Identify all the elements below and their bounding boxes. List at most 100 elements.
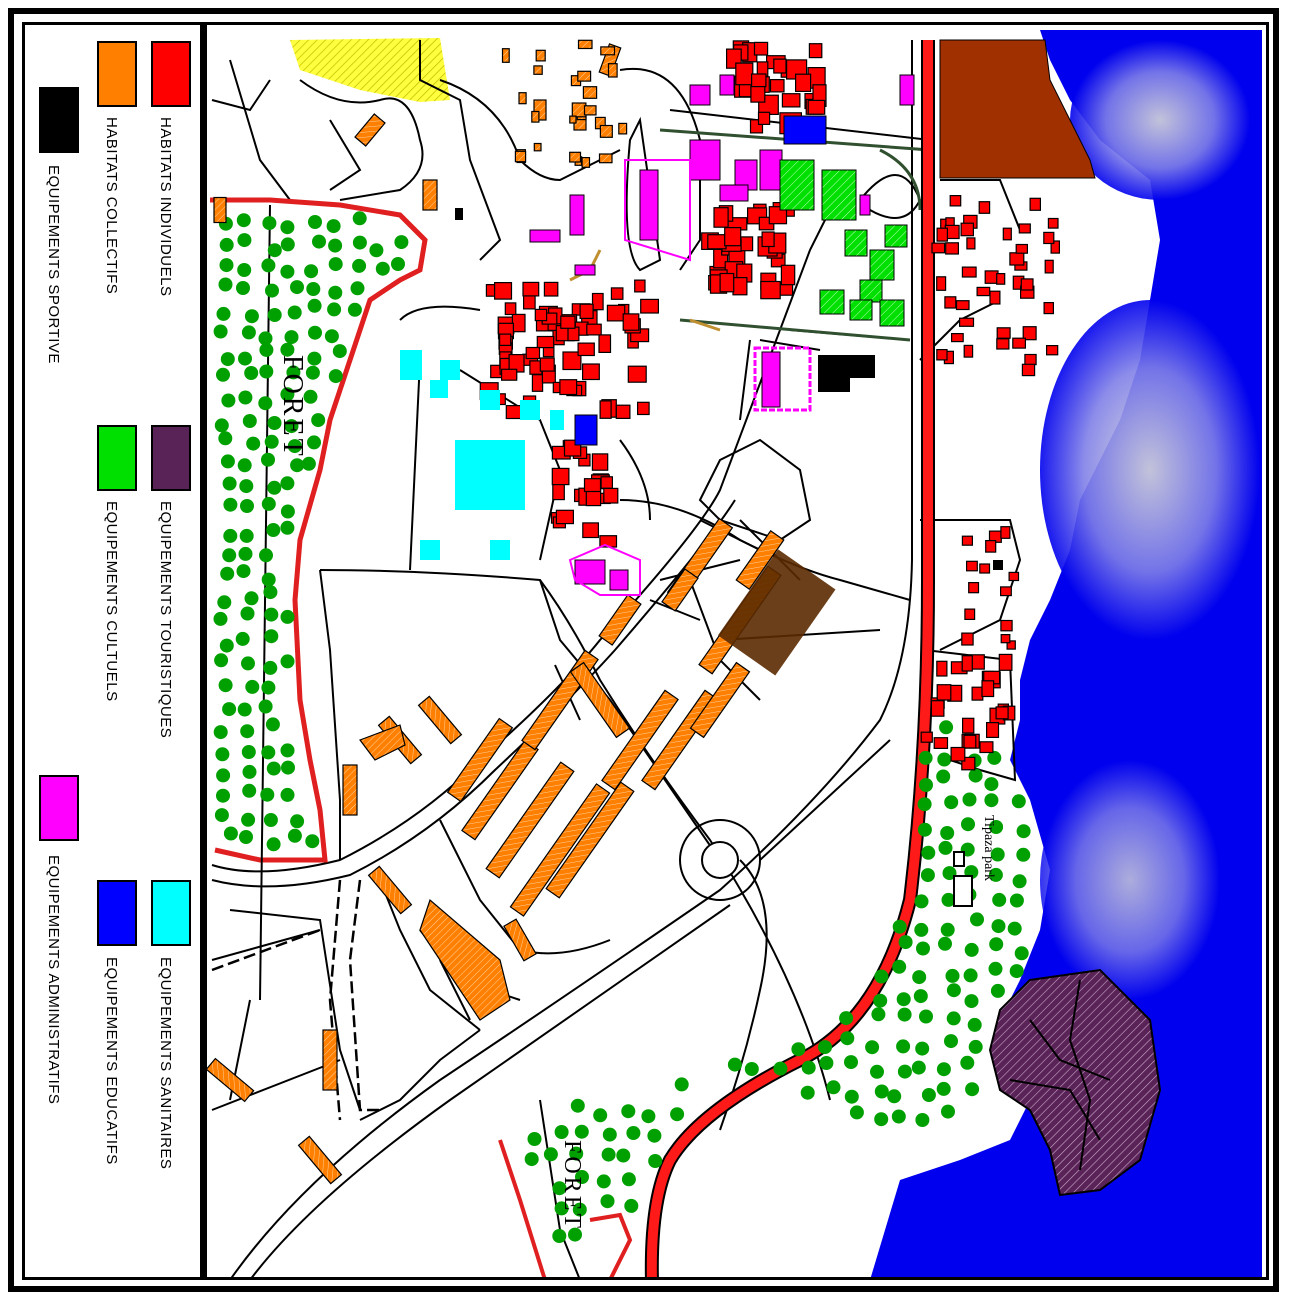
tree (263, 585, 278, 600)
tree (266, 523, 281, 537)
individual-house (978, 201, 991, 214)
tree (819, 1056, 834, 1070)
tree (941, 892, 956, 907)
swatch-equipements-cultuels (97, 425, 137, 491)
collective-housing (297, 1135, 343, 1185)
tree (305, 365, 320, 380)
tree (873, 993, 888, 1008)
tree (1014, 946, 1029, 961)
tree (616, 1148, 631, 1163)
individual-house (1044, 259, 1054, 274)
individual-house (971, 686, 984, 701)
individual-house (603, 487, 619, 504)
tree (648, 1154, 663, 1168)
forest-boundary (210, 197, 428, 863)
tree (945, 968, 960, 983)
tree (871, 1007, 886, 1022)
educational-building (574, 414, 598, 446)
collective-housing (598, 594, 642, 646)
legend-label-habitats-individuels: HABITATS INDIVIDUELS (157, 117, 174, 297)
tree (241, 745, 256, 759)
tree (242, 783, 257, 798)
tree (261, 745, 276, 760)
collective-housing (583, 105, 597, 116)
collective-housing (485, 761, 575, 879)
tree (215, 747, 230, 762)
tree (284, 330, 299, 345)
individual-house (634, 279, 646, 293)
tree (311, 413, 326, 428)
tree (570, 1098, 585, 1113)
tree (236, 281, 250, 295)
collective-housing (535, 49, 546, 62)
individual-house (949, 195, 962, 207)
tree (222, 548, 237, 563)
collective-housing (417, 695, 463, 745)
tree (600, 1194, 615, 1209)
tree (328, 238, 343, 253)
tree (242, 414, 257, 428)
tree (280, 787, 295, 802)
collective-housing (601, 689, 679, 791)
individual-house (769, 78, 785, 93)
collective-housing (531, 110, 540, 123)
tree (223, 528, 238, 543)
individual-house (501, 368, 518, 381)
tree (1011, 794, 1026, 809)
legend-label-equipements-touristiques: EQUIPEMENTS TOURISTIQUES (157, 501, 174, 739)
individual-house (581, 363, 600, 381)
individual-house (586, 323, 602, 336)
legend: HABITATS INDIVIDUELS HABITATS COLLECTIFS… (25, 25, 205, 1277)
tree (219, 258, 234, 273)
tree (214, 418, 229, 433)
collective-housing (618, 122, 628, 135)
tree (263, 813, 278, 827)
administrative-building (689, 139, 721, 181)
individual-house (606, 304, 626, 322)
individual-house (955, 300, 970, 311)
tree (236, 564, 251, 579)
tree (241, 325, 256, 340)
tree (936, 1081, 951, 1096)
tree (944, 795, 959, 810)
tree (938, 840, 953, 855)
individual-house (1018, 223, 1031, 234)
tree (287, 828, 302, 843)
individual-house (920, 731, 933, 743)
tree (870, 1064, 884, 1079)
individual-house (936, 276, 947, 291)
tree (240, 606, 255, 621)
collective-housing (322, 1029, 338, 1091)
tree (280, 220, 295, 235)
tree (989, 820, 1004, 834)
individual-house (713, 207, 729, 228)
cultural-building (869, 249, 895, 281)
cultural-building (859, 279, 883, 303)
individual-house (615, 404, 631, 420)
tree (280, 342, 295, 357)
individual-house (1029, 197, 1041, 211)
tree (213, 725, 228, 740)
individual-house (945, 217, 955, 227)
individual-house (591, 453, 609, 471)
tree (244, 591, 259, 606)
individual-house (494, 282, 513, 300)
swatch-equipements-touristiques (151, 425, 191, 491)
individual-house (753, 41, 769, 56)
tree (237, 702, 252, 717)
tree (911, 1060, 926, 1075)
tree (261, 452, 275, 467)
tree (238, 390, 253, 405)
tree (213, 324, 228, 339)
tree (800, 1085, 815, 1100)
tree (394, 235, 409, 250)
tree (391, 257, 405, 271)
individual-house (531, 374, 544, 392)
tree (240, 724, 255, 739)
tree (892, 959, 907, 974)
tree (308, 215, 322, 229)
individual-house (1006, 640, 1016, 650)
tree (332, 344, 347, 359)
tree (865, 1040, 880, 1055)
tree (369, 243, 384, 258)
